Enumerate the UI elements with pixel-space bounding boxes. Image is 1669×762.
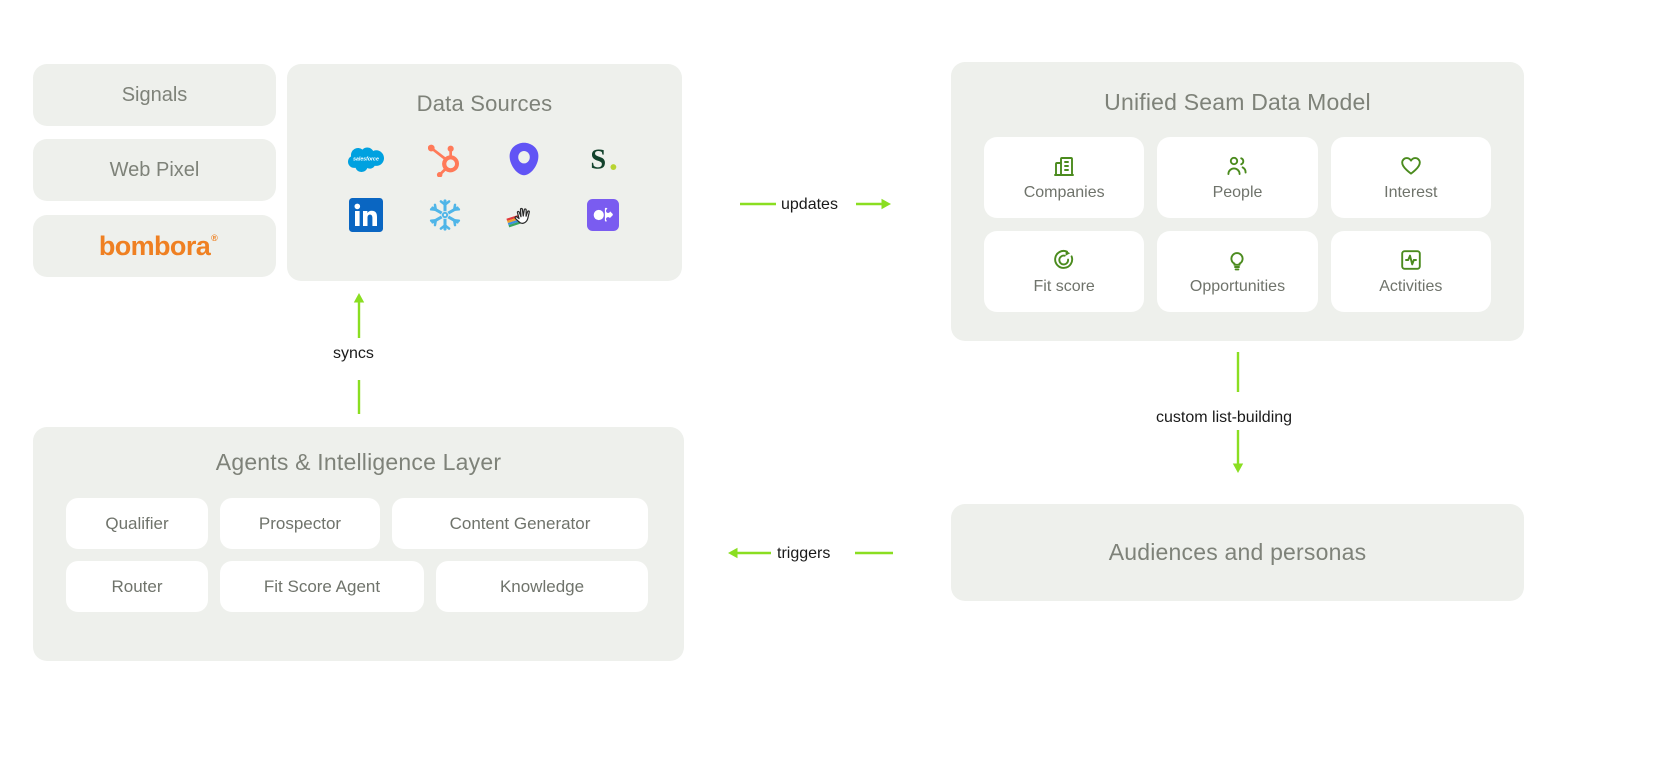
agents-panel-title: Agents & Intelligence Layer	[215, 449, 502, 475]
activity-square-icon	[1401, 249, 1421, 270]
sequoia-s-icon[interactable]: S	[583, 139, 623, 179]
updates-connector	[740, 198, 891, 210]
updates-label: updates	[781, 196, 838, 213]
bombora-trademark: ®	[211, 232, 218, 243]
unified-model-title: Unified Seam Data Model	[1104, 89, 1371, 115]
salesforce-icon[interactable]: salesforce	[346, 139, 386, 179]
signals-label: Signals	[121, 83, 188, 106]
model-card-people[interactable]: People	[1157, 137, 1318, 218]
triggers-label: triggers	[777, 545, 831, 562]
marketing-megaphone-icon[interactable]	[583, 195, 623, 235]
model-card-activities-label: Activities	[1379, 277, 1443, 295]
audiences-title: Audiences and personas	[1108, 539, 1367, 565]
agents-chip-rows: Qualifier Prospector Content Generator R…	[33, 498, 684, 612]
model-card-people-label: People	[1212, 183, 1263, 201]
clay-icon[interactable]	[504, 195, 544, 235]
model-card-fit-score[interactable]: Fit score	[984, 231, 1145, 312]
gong-icon[interactable]	[504, 139, 544, 179]
audiences-personas-panel[interactable]: Audiences and personas	[951, 504, 1524, 601]
svg-text:salesforce: salesforce	[354, 157, 380, 163]
unified-model-card-grid: Companies People Interest	[951, 137, 1524, 312]
agents-row-2: Router Fit Score Agent Knowledge	[66, 561, 651, 612]
snowflake-icon[interactable]	[425, 195, 465, 235]
users-icon	[1227, 156, 1248, 175]
bombora-wordmark: bombora	[98, 230, 211, 261]
model-card-companies-label: Companies	[1023, 183, 1105, 201]
agent-chip-content-generator[interactable]: Content Generator	[392, 498, 648, 549]
signals-box[interactable]: Signals	[33, 64, 276, 126]
model-card-fit-score-label: Fit score	[1033, 277, 1095, 295]
agent-chip-knowledge[interactable]: Knowledge	[436, 561, 648, 612]
agent-chip-qualifier[interactable]: Qualifier	[66, 498, 208, 549]
heart-icon	[1401, 156, 1421, 175]
model-card-opportunities[interactable]: Opportunities	[1157, 231, 1318, 312]
agents-row-1: Qualifier Prospector Content Generator	[66, 498, 651, 549]
svg-text:S: S	[590, 144, 606, 175]
agent-chip-fit-score-agent[interactable]: Fit Score Agent	[220, 561, 424, 612]
web-pixel-label: Web Pixel	[109, 158, 200, 181]
triggers-connector	[728, 547, 893, 559]
hubspot-icon[interactable]	[425, 139, 465, 179]
agent-chip-prospector[interactable]: Prospector	[220, 498, 380, 549]
custom-list-building-connector	[1232, 352, 1244, 473]
lightbulb-icon	[1230, 251, 1245, 270]
data-sources-panel: Data Sources salesforce	[287, 64, 682, 281]
custom-list-building-label: custom list-building	[1156, 409, 1293, 426]
bombora-logo: bombora®	[98, 230, 218, 262]
syncs-connector	[353, 293, 365, 414]
target-play-icon	[1054, 249, 1074, 269]
unified-seam-data-model-panel: Unified Seam Data Model Companies People	[951, 62, 1524, 341]
data-sources-title: Data Sources	[416, 91, 553, 116]
linkedin-icon[interactable]	[346, 195, 386, 235]
data-sources-icon-grid: salesforce S	[287, 139, 682, 235]
model-card-opportunities-label: Opportunities	[1189, 277, 1286, 295]
bombora-box[interactable]: bombora®	[33, 215, 276, 277]
model-card-activities[interactable]: Activities	[1330, 231, 1491, 312]
model-card-companies[interactable]: Companies	[984, 137, 1145, 218]
web-pixel-box[interactable]: Web Pixel	[33, 139, 276, 201]
agent-chip-router[interactable]: Router	[66, 561, 208, 612]
syncs-label: syncs	[333, 345, 374, 362]
agents-intelligence-panel: Agents & Intelligence Layer Qualifier Pr…	[33, 427, 684, 661]
model-card-interest[interactable]: Interest	[1330, 137, 1491, 218]
building-icon	[1054, 156, 1075, 176]
model-card-interest-label: Interest	[1384, 183, 1438, 201]
